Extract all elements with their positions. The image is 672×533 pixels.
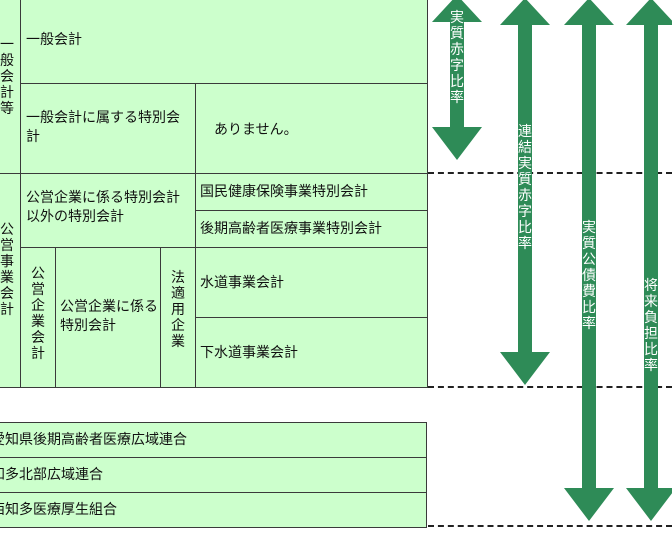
general-account-cell: 一般会計 — [20, 0, 428, 84]
water-cell: 水道事業会計 — [195, 247, 428, 318]
public-enterprise-label: 公営企業会計 — [31, 266, 45, 362]
general-special-label: 一般会計に属する特別会計 — [26, 110, 180, 145]
dash-line-3 — [428, 525, 672, 527]
water-label: 水道事業会計 — [200, 275, 284, 291]
arrow-shape-4 — [626, 0, 672, 521]
public-other-special-label: 公営企業に係る特別会計以外の特別会計 — [26, 190, 180, 225]
union-label-2: 知多北部広域連合 — [0, 467, 103, 483]
general-special-value-cell: ありません。 — [195, 83, 428, 174]
sewer-label: 下水道事業会計 — [200, 345, 298, 361]
arrow-shape-2 — [500, 0, 550, 385]
public-enterprise-special-label: 公営企業に係る特別会計 — [60, 299, 158, 334]
public-other-special-cell: 公営企業に係る特別会計以外の特別会計 — [20, 173, 196, 248]
arrow-shape-1 — [432, 0, 482, 160]
sewer-cell: 下水道事業会計 — [195, 317, 428, 388]
union-label-3: 西知多医療厚生組合 — [0, 502, 117, 518]
indicator-label-3: 実質公債費比率 — [582, 220, 596, 332]
general-account-label: 一般会計 — [26, 32, 82, 48]
nhi-label: 国民健康保険事業特別会計 — [200, 184, 368, 200]
general-special-value: ありません。 — [214, 122, 298, 138]
law-applied-label: 法適用企業 — [171, 270, 185, 350]
indicator-label-4: 将来負担比率 — [644, 278, 658, 374]
public-enterprise-special-cell: 公営企業に係る特別会計 — [55, 247, 161, 388]
indicator-label-2: 連結実質赤字比率 — [518, 124, 532, 252]
elderly-label: 後期高齢者医療事業特別会計 — [200, 221, 382, 237]
union-label-1: 愛知県後期高齢者医療広域連合 — [0, 432, 187, 448]
public-group-label: 公営事業会計 — [0, 222, 14, 318]
dash-line-1 — [428, 172, 672, 174]
general-group-cell: 一般会計等 — [0, 0, 21, 174]
general-special-cell: 一般会計に属する特別会計 — [20, 83, 196, 174]
nhi-cell: 国民健康保険事業特別会計 — [195, 173, 428, 211]
arrow-shape-3 — [564, 0, 614, 521]
indicator-label-1: 実質赤字比率 — [450, 10, 464, 106]
dash-line-2 — [428, 386, 672, 388]
union-row-1: 愛知県後期高齢者医療広域連合 — [0, 422, 427, 458]
public-enterprise-cell: 公営企業会計 — [20, 247, 56, 388]
union-row-3: 西知多医療厚生組合 — [0, 492, 427, 528]
law-applied-cell: 法適用企業 — [160, 247, 196, 388]
general-group-label: 一般会計等 — [0, 37, 14, 117]
